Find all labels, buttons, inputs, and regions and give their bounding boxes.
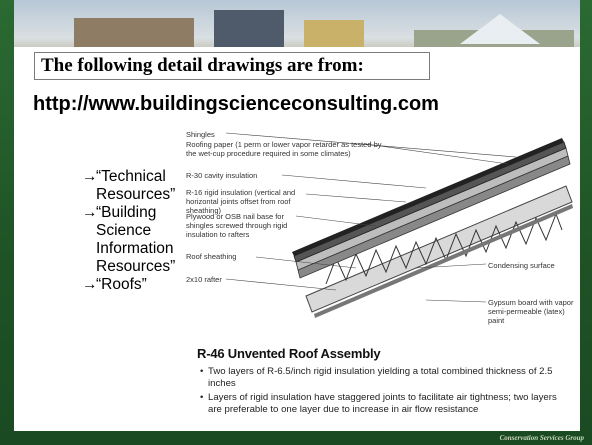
- roof-section-diagram: [225, 132, 573, 318]
- leader-line: [305, 193, 407, 203]
- label-roof-sheathing: Roof sheathing: [186, 252, 237, 261]
- heading-box: The following detail drawings are from:: [34, 52, 430, 80]
- label-nail-base: Plywood or OSB nail base for shingles sc…: [186, 212, 288, 239]
- nav-path-item: → “Building Science Information Resource…: [82, 204, 192, 276]
- source-url: http://www.buildingscienceconsulting.com: [33, 93, 439, 115]
- bullet-dot-icon: •: [200, 366, 204, 377]
- leader-line: [281, 174, 427, 189]
- footer-logo-text: Conservation Services Group: [499, 434, 584, 442]
- nav-path-item: → “Technical Resources”: [82, 168, 192, 204]
- slide-heading: The following detail drawings are from:: [41, 55, 364, 76]
- leader-line: [425, 299, 487, 303]
- leader-line: [225, 278, 337, 291]
- assembly-bullet: • Layers of rigid insulation have stagge…: [200, 392, 568, 416]
- label-rigid-insulation: R-16 rigid insulation (vertical and hori…: [186, 188, 296, 215]
- leader-line: [415, 263, 487, 269]
- leader-line: [255, 256, 357, 269]
- label-condensing-surface: Condensing surface: [488, 261, 555, 270]
- right-arrow-icon: →: [82, 168, 98, 185]
- leader-line: [365, 143, 509, 165]
- label-gypsum-board: Gypsum board with vapor semi-permeable (…: [488, 298, 574, 325]
- assembly-bullet-text: Two layers of R-6.5/inch rigid insulatio…: [208, 366, 553, 389]
- navigation-path-list: → “Technical Resources” → “Building Scie…: [82, 168, 192, 294]
- rafter-shape: [305, 185, 573, 313]
- shingles-shape: [292, 138, 564, 256]
- right-arrow-icon: →: [82, 204, 98, 221]
- roof-assembly-drawing: Shingles Roofing paper (1 perm or lower …: [186, 130, 580, 350]
- assembly-bullet: • Two layers of R-6.5/inch rigid insulat…: [200, 366, 558, 390]
- nav-path-item: → “Roofs”: [82, 276, 192, 294]
- nav-path-label: “Building Science Information Resources”: [96, 204, 176, 275]
- assembly-bullet-text: Layers of rigid insulation have staggere…: [208, 392, 557, 415]
- gypsum-board-shape: [314, 204, 573, 318]
- photo-mountain: [460, 14, 540, 44]
- label-cavity-insulation: R-30 cavity insulation: [186, 171, 258, 180]
- label-rafter: 2x10 rafter: [186, 275, 222, 284]
- right-arrow-icon: →: [82, 276, 98, 293]
- nav-path-label: “Roofs”: [96, 276, 147, 293]
- label-roofing-paper: Roofing paper (1 perm or lower vapor ret…: [186, 140, 382, 158]
- assembly-title: R-46 Unvented Roof Assembly: [197, 346, 381, 361]
- nav-path-label: “Technical Resources”: [96, 168, 176, 203]
- label-shingles: Shingles: [186, 130, 215, 139]
- bullet-dot-icon: •: [200, 392, 204, 403]
- leader-line: [295, 215, 377, 227]
